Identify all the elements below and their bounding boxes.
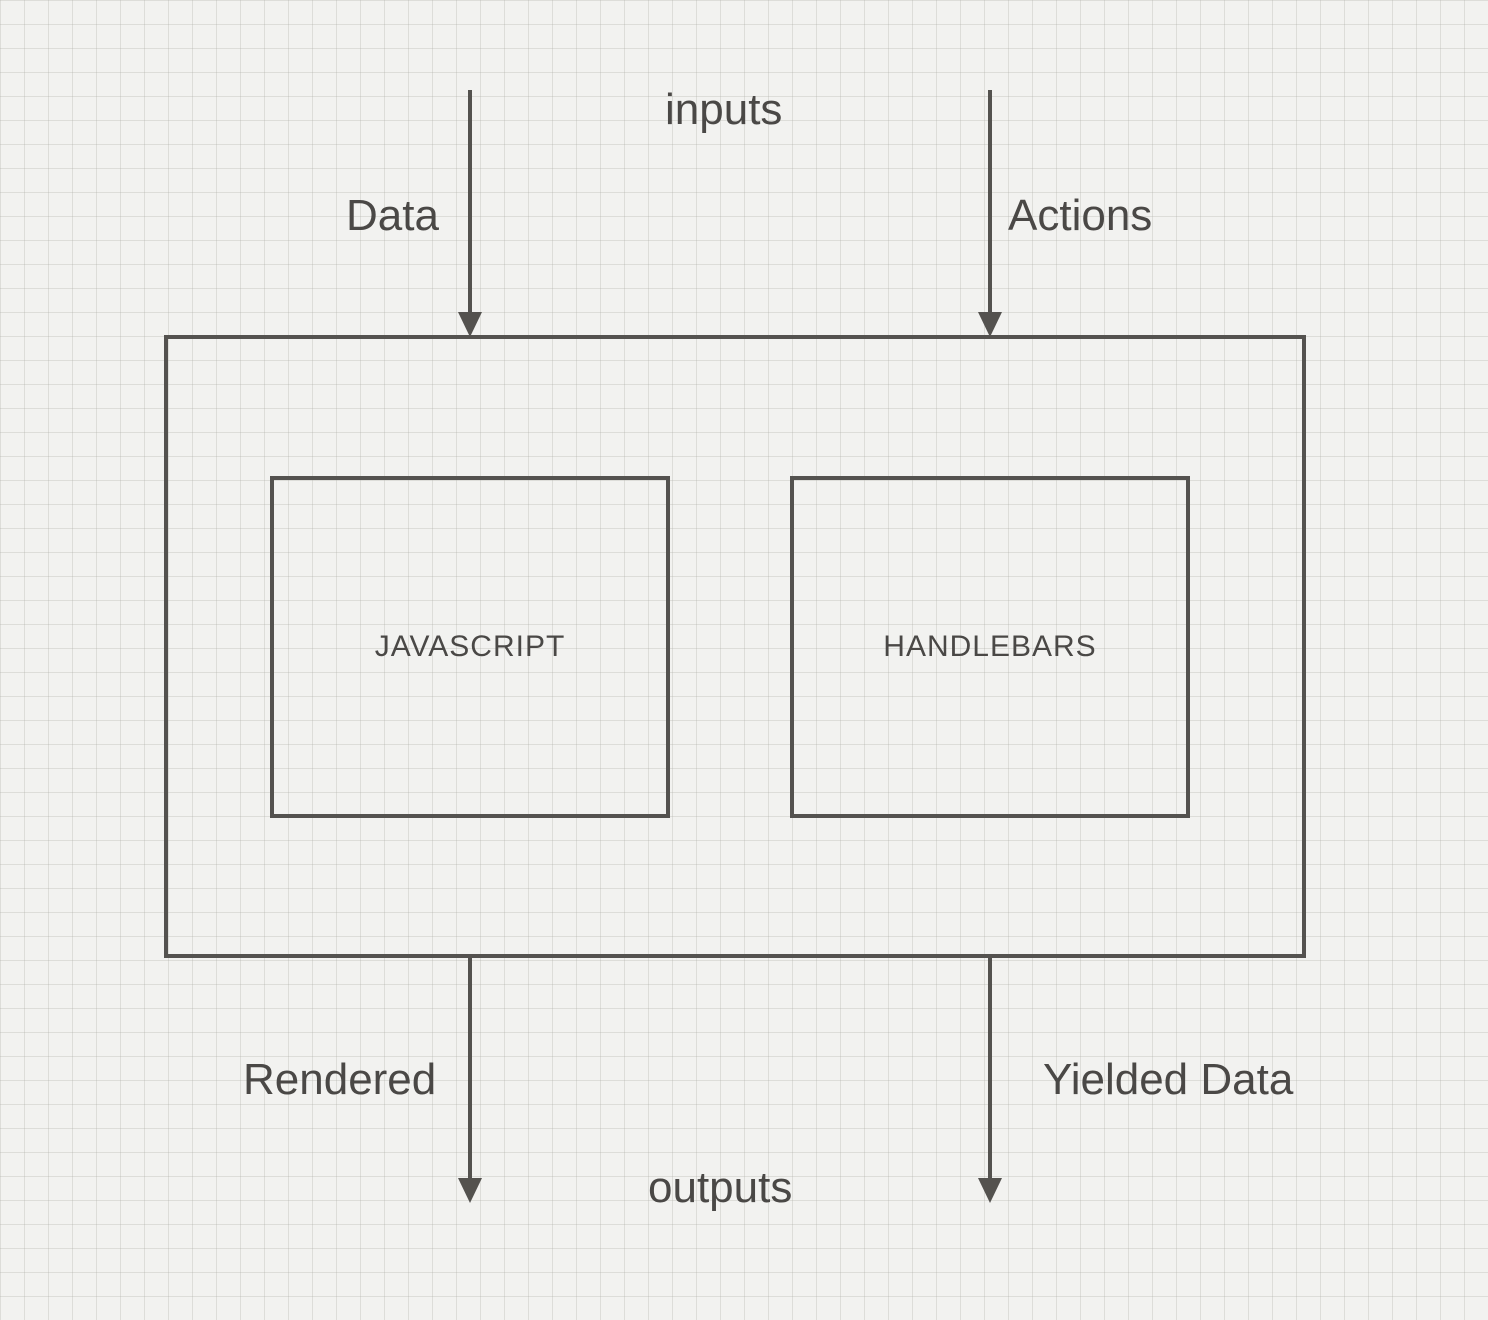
- data-input-arrowhead: [458, 312, 482, 337]
- yielded-output-label: Yielded Data: [1043, 1055, 1294, 1104]
- yielded-output-arrowhead: [978, 1178, 1002, 1203]
- actions-input-label: Actions: [1008, 191, 1153, 240]
- javascript-box: [270, 476, 670, 818]
- actions-input-arrowhead: [978, 312, 1002, 337]
- rendered-output-arrowhead: [458, 1178, 482, 1203]
- outputs-label: outputs: [648, 1163, 793, 1212]
- handlebars-box: [790, 476, 1190, 818]
- inputs-label: inputs: [665, 85, 783, 134]
- javascript-box-label: JAVASCRIPT: [374, 630, 566, 663]
- data-input-label: Data: [346, 191, 439, 240]
- component-box: [164, 335, 1306, 958]
- handlebars-box-label: HANDLEBARS: [883, 630, 1097, 663]
- rendered-output-label: Rendered: [243, 1055, 437, 1104]
